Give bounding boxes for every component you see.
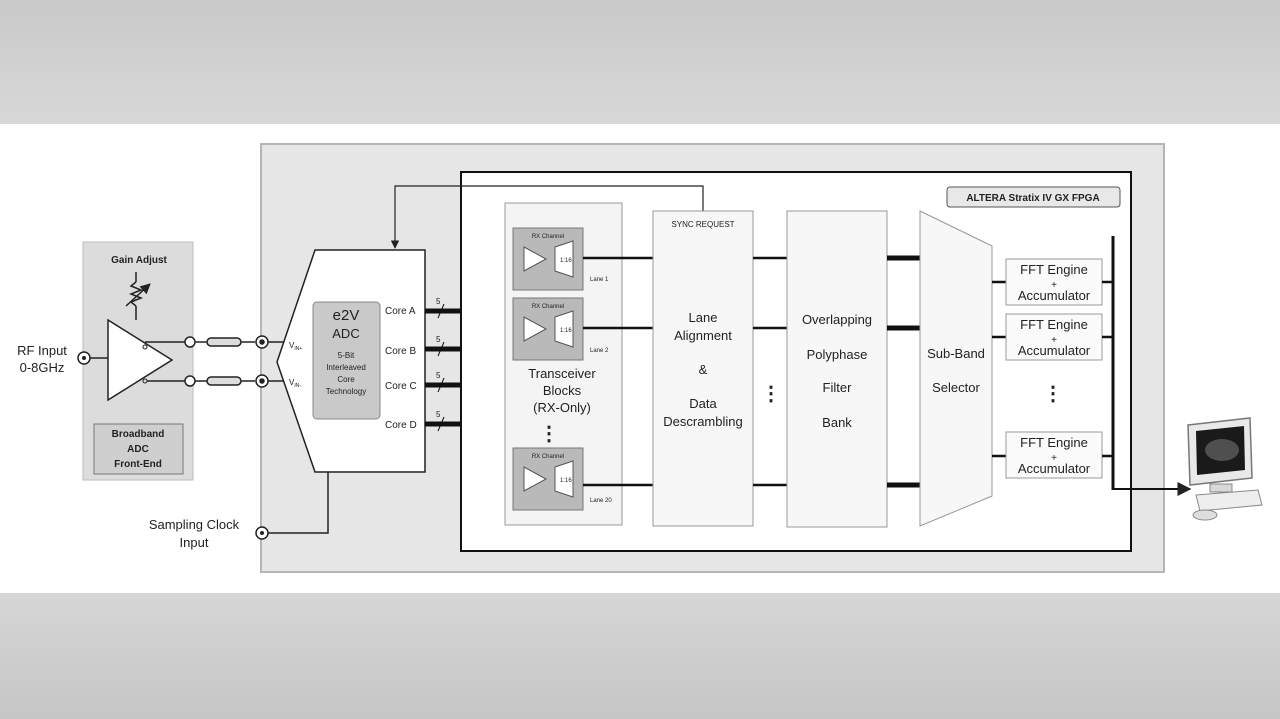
svg-text:1:16: 1:16	[560, 328, 572, 334]
core-c-label: Core C	[385, 381, 417, 392]
transceiver-label-1: Transceiver	[528, 366, 596, 381]
lane-alignment-label-2: Alignment	[674, 328, 732, 343]
sampling-clock-connector-icon	[255, 526, 269, 540]
sampling-clock-label-2: Input	[180, 535, 209, 550]
middle-dots: ⋮	[761, 383, 781, 405]
svg-text:Lane 1: Lane 1	[590, 277, 609, 283]
svg-text:1:16: 1:16	[560, 258, 572, 264]
svg-text:RX Channel: RX Channel	[532, 454, 564, 460]
sync-feedback-line	[390, 185, 704, 249]
svg-text:Accumulator: Accumulator	[1018, 288, 1091, 303]
lane-alignment-label-3: &	[699, 362, 708, 377]
subband-label-1: Sub-Band	[927, 346, 985, 361]
filter-bank-box	[786, 210, 888, 528]
fft-engine-2: FFT Engine + Accumulator	[1005, 313, 1103, 361]
svg-text:Lane 20: Lane 20	[590, 498, 612, 504]
computer-icon	[1187, 417, 1263, 521]
fft-engine-1: FFT Engine + Accumulator	[1005, 258, 1103, 306]
variable-resistor-icon	[125, 272, 151, 320]
svg-text:FFT Engine: FFT Engine	[1020, 262, 1088, 277]
fft-engine-3: FFT Engine + Accumulator	[1005, 431, 1103, 479]
front-end-label-1: Broadband	[112, 429, 165, 440]
lane-alignment-label-1: Lane	[689, 310, 718, 325]
bus-width-d: 5	[436, 410, 441, 419]
filter-bank-label-2: Polyphase	[807, 347, 868, 362]
subband-label-2: Selector	[932, 380, 980, 395]
svg-text:+: +	[1051, 335, 1057, 346]
alignment-links	[753, 256, 787, 487]
front-end-label-box	[93, 423, 184, 475]
rf-input-connector-icon	[77, 351, 91, 365]
rf-input-label-2: 0-8GHz	[20, 360, 65, 375]
transceiver-label-2: Blocks	[543, 383, 582, 398]
cable-minus	[147, 374, 285, 388]
svg-text:FFT Engine: FFT Engine	[1020, 317, 1088, 332]
svg-text:FFT Engine: FFT Engine	[1020, 435, 1088, 450]
fft-dots: ⋮	[1043, 383, 1063, 405]
filter-bank-label-1: Overlapping	[802, 312, 872, 327]
bus-width-c: 5	[436, 371, 441, 380]
svg-text:RX Channel: RX Channel	[532, 234, 564, 240]
lane-alignment-box	[652, 210, 754, 527]
filter-bank-label-4: Bank	[822, 415, 852, 430]
adc-tech-2: Interleaved	[326, 363, 366, 372]
front-end-label-2: ADC	[127, 444, 149, 455]
transceiver-dots: ⋮	[539, 423, 559, 445]
fpga-label-box	[946, 186, 1121, 208]
svg-text:+: +	[1051, 453, 1057, 464]
core-d-label: Core D	[385, 420, 417, 431]
amplifier-icon	[107, 318, 174, 402]
sampling-clock-label-1: Sampling Clock	[149, 517, 240, 532]
adc-title: ADC	[332, 326, 359, 341]
vin-minus-label: VIN-	[289, 378, 301, 389]
adc-tech-3: Core	[337, 375, 355, 384]
fpga-label: ALTERA Stratix IV GX FPGA	[966, 193, 1099, 204]
lane-alignment-label-4: Data	[689, 396, 717, 411]
filter-links	[887, 255, 920, 488]
lane-links	[583, 256, 653, 487]
adc-tech-4: Technology	[326, 387, 366, 396]
svg-text:1:16: 1:16	[560, 478, 572, 484]
svg-text:Lane 2: Lane 2	[590, 348, 609, 354]
filter-bank-label-3: Filter	[823, 380, 853, 395]
lane-alignment-label-5: Descrambling	[663, 414, 742, 429]
core-buses	[425, 303, 461, 432]
top-band	[0, 0, 1280, 124]
subband-selector-box	[919, 210, 993, 527]
sync-request-label: SYNC REQUEST	[671, 220, 734, 229]
svg-text:RX Channel: RX Channel	[532, 304, 564, 310]
rx-channel-2: RX Channel 1:16 Lane 2	[512, 297, 609, 361]
subband-links	[992, 280, 1006, 458]
output-bus	[1102, 236, 1192, 496]
core-a-label: Core A	[385, 306, 416, 317]
bus-width-b: 5	[436, 335, 441, 344]
svg-text:Accumulator: Accumulator	[1018, 461, 1091, 476]
cable-plus	[145, 335, 285, 349]
gain-adjust-label: Gain Adjust	[111, 255, 167, 266]
svg-text:+: +	[1051, 280, 1057, 291]
rx-channel-1: RX Channel 1:16 Lane 1	[512, 227, 609, 291]
rx-channel-20: RX Channel 1:16 Lane 20	[512, 447, 612, 511]
svg-text:Accumulator: Accumulator	[1018, 343, 1091, 358]
e2v-logo: e2V	[333, 307, 360, 324]
adc-tech-1: 5-Bit	[338, 351, 355, 360]
front-end-label-3: Front-End	[114, 459, 162, 470]
adc-core-box	[312, 301, 381, 420]
core-b-label: Core B	[385, 346, 416, 357]
bus-width-a: 5	[436, 297, 441, 306]
bottom-band	[0, 593, 1280, 719]
rf-input-label-1: RF Input	[17, 343, 67, 358]
vin-plus-label: VIN+	[289, 341, 302, 352]
transceiver-label-3: (RX-Only)	[533, 400, 591, 415]
